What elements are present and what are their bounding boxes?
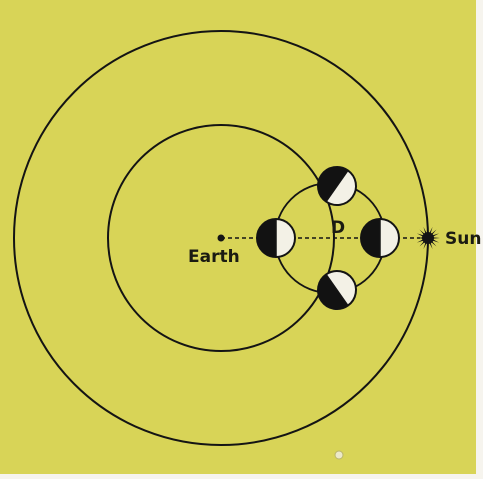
sun-core [422, 232, 434, 244]
earth-label: Earth [188, 247, 240, 267]
sun-label: Sun [445, 229, 481, 249]
earth-dot-icon [218, 235, 225, 242]
moon-left-icon [257, 219, 295, 257]
small-spot-icon [335, 451, 343, 459]
background-panel [0, 0, 476, 474]
distance-label: D [331, 218, 345, 238]
moon-right-icon [361, 219, 399, 257]
sun-starburst-icon [416, 226, 440, 250]
